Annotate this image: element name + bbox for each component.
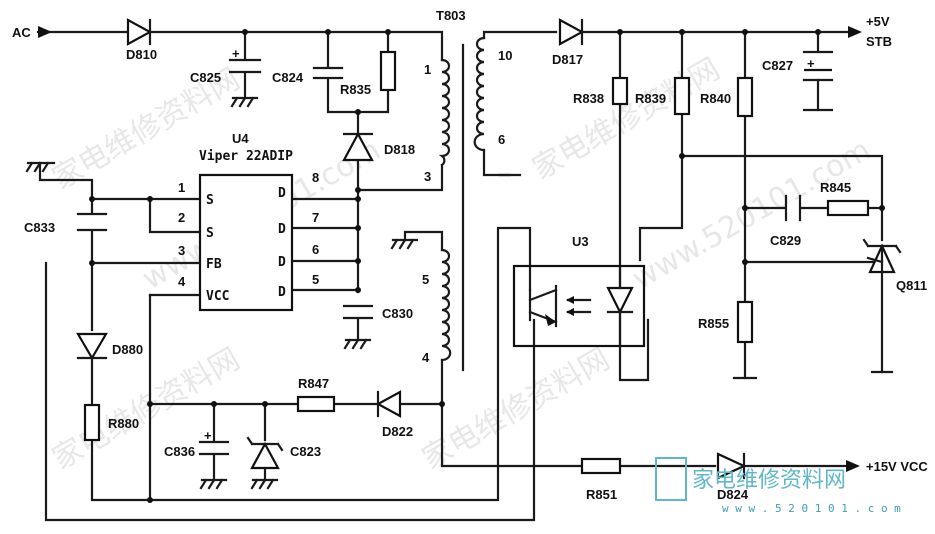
res-r839 [673, 76, 691, 116]
optocoupler-ref: U3 [572, 234, 589, 249]
diode-d822 [375, 390, 402, 418]
u4-pin6-name: D [278, 255, 286, 270]
u4-pin7-name: D [278, 222, 286, 237]
u4-pin8-name: D [278, 186, 286, 201]
cap-c825: + [228, 46, 262, 100]
label-d810: D810 [126, 47, 157, 62]
cap-c833 [76, 212, 108, 232]
label-c829: C829 [770, 233, 801, 248]
res-r855 [736, 300, 754, 344]
u4-pin7-num: 7 [312, 210, 319, 225]
transformer-ref: T803 [436, 8, 466, 23]
label-r880: R880 [108, 416, 139, 431]
ac-input-arrow [38, 26, 52, 38]
u4-pin2-name: S [206, 226, 214, 241]
logo-mark-icon [655, 457, 687, 501]
stb-output-arrow [848, 26, 862, 38]
t803-pin5: 5 [422, 272, 429, 287]
diode-d818 [342, 131, 374, 162]
res-r840 [736, 76, 754, 118]
ac-label: AC [12, 25, 31, 40]
stb-label-2: STB [866, 34, 892, 49]
cap-c830 [342, 304, 374, 320]
stb-label-1: +5V [866, 14, 890, 29]
label-d818: D818 [384, 142, 415, 157]
label-q811: Q811 [896, 278, 927, 293]
diode-d880 [76, 332, 108, 361]
cap-c829 [784, 194, 802, 222]
label-r855: R855 [698, 316, 729, 331]
svg-text:+: + [232, 46, 240, 61]
ic-u4-part: Viper 22ADIP [199, 149, 293, 164]
watermark-diag-5: 家电维修资料网 [47, 342, 246, 477]
cap-c824 [312, 66, 344, 80]
svg-text:+: + [807, 56, 815, 71]
u4-pin3-name: FB [206, 257, 222, 272]
u4-pin8-num: 8 [312, 170, 319, 185]
label-r835: R835 [340, 82, 371, 97]
zener-c823 [246, 436, 284, 482]
label-c825: C825 [190, 70, 221, 85]
label-c830: C830 [382, 306, 413, 321]
label-r845: R845 [820, 180, 851, 195]
logo-url: w w w . 5 2 0 1 0 1 . c o m [722, 502, 901, 515]
diode-d824 [716, 452, 747, 480]
label-d880: D880 [112, 342, 143, 357]
watermark-diag-6: 家电维修资料网 [417, 342, 616, 477]
res-r845 [826, 199, 870, 217]
u4-pin3-num: 3 [178, 243, 185, 258]
u4-pin1-num: 1 [178, 180, 185, 195]
label-c827: C827 [762, 58, 793, 73]
watermark-diag-3: 家电维修资料网 [527, 52, 726, 187]
t803-pin3: 3 [424, 169, 431, 184]
label-r847: R847 [298, 376, 329, 391]
res-r838 [611, 76, 629, 106]
label-d817: D817 [552, 52, 583, 67]
t803-pin10: 10 [498, 48, 512, 63]
diode-d817 [558, 18, 585, 46]
t803-pin4: 4 [422, 350, 430, 365]
label-c833: C833 [24, 220, 55, 235]
res-r847 [296, 395, 336, 413]
res-r835 [379, 50, 397, 92]
label-r838: R838 [573, 91, 604, 106]
label-c823: C823 [290, 444, 321, 459]
transformer-t803 [438, 36, 486, 372]
vcc-label: +15V VCC [866, 459, 928, 474]
cap-c827: + [802, 50, 834, 82]
regulator-q811 [862, 238, 902, 274]
svg-text:+: + [204, 428, 212, 443]
label-r840: R840 [700, 91, 731, 106]
label-c824: C824 [272, 70, 304, 85]
u4-pin1-name: S [206, 193, 214, 208]
label-d824: D824 [717, 487, 749, 502]
ic-u4-ref: U4 [232, 131, 249, 146]
res-r851 [580, 457, 622, 475]
label-c836: C836 [164, 444, 195, 459]
u4-pin4-name: VCC [206, 289, 229, 304]
label-d822: D822 [382, 424, 413, 439]
ic-u4-body [198, 173, 294, 312]
u4-pin6-num: 6 [312, 242, 319, 257]
label-r839: R839 [635, 91, 666, 106]
vcc-output-arrow [846, 460, 860, 472]
u4-pin5-name: D [278, 285, 286, 300]
u4-pin4-num: 4 [178, 274, 186, 289]
site-logo-watermark: 家电维修资料网 w w w . 5 2 0 1 0 1 . c o m [655, 457, 901, 515]
logo-text: 家电维修资料网 [692, 468, 846, 493]
ground-symbols [25, 96, 894, 490]
u4-pin2-num: 2 [178, 210, 185, 225]
labels: AC +5V STB +15V VCC D810 C825 C824 R835 … [12, 8, 928, 502]
optocoupler-u3 [512, 264, 646, 348]
cap-c836: + [198, 428, 230, 482]
junction-dots [89, 29, 885, 503]
diode-d810 [126, 18, 153, 46]
u4-pin5-num: 5 [312, 272, 319, 287]
res-r880 [83, 403, 101, 442]
t803-pin1: 1 [424, 62, 431, 77]
t803-pin6: 6 [498, 132, 505, 147]
label-r851: R851 [586, 487, 617, 502]
